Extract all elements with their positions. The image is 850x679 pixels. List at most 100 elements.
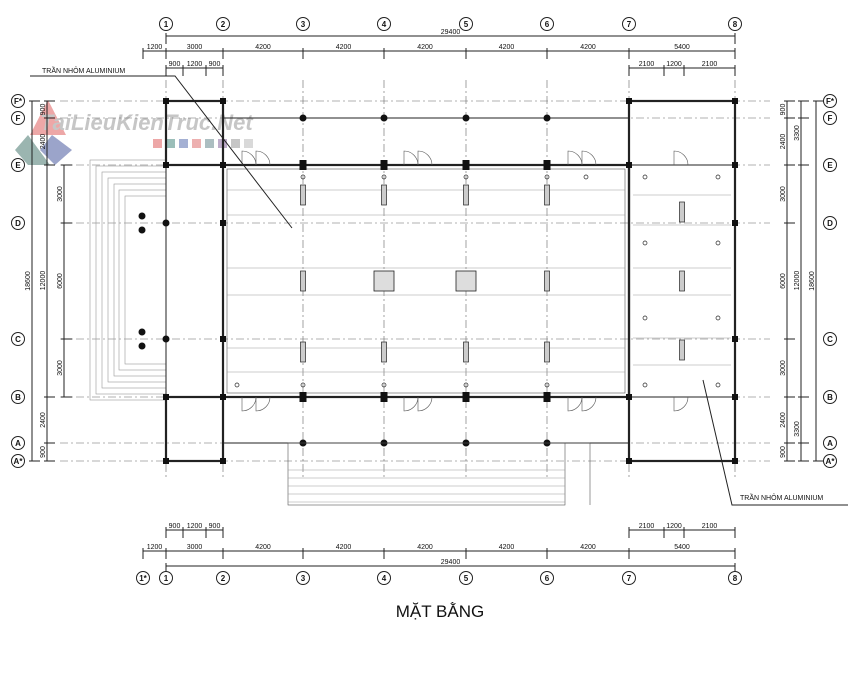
square-column: [220, 336, 226, 342]
downlight: [463, 382, 469, 388]
ceiling-light: [463, 184, 469, 206]
downlight: [715, 315, 721, 321]
axis-bubble: [823, 390, 837, 404]
square-column: [220, 220, 226, 226]
ceiling-light: [381, 184, 387, 206]
dim-sub-left-bottom-text: 900: [169, 523, 181, 530]
dim-right-bays-text: 3000: [780, 186, 787, 202]
axis-bubble: [11, 332, 25, 346]
round-column: [299, 114, 307, 122]
dim-sub-right-bottom-text: 1200: [666, 523, 682, 530]
square-column: [732, 162, 738, 168]
dim-main-top-text: 1200: [147, 44, 163, 51]
dim-left-bays-text: 3000: [57, 186, 64, 202]
axis-label-right-E: E: [827, 161, 833, 170]
square-column: [462, 392, 470, 402]
front-steps: [287, 442, 591, 506]
axis-label-top-8: 8: [733, 20, 738, 29]
dim-main-bottom-text: 4200: [499, 544, 515, 551]
dim-sub-right-top-text: 2100: [639, 61, 655, 68]
downlight: [234, 382, 240, 388]
axis-bubble: [11, 158, 25, 172]
dim-right-bottom-text: 2400: [780, 412, 787, 428]
dim-sub-left-top-text: 1200: [187, 61, 203, 68]
left-stepped-platform: [89, 159, 167, 401]
columns: [138, 98, 738, 464]
axis-label-right-C: C: [827, 335, 833, 344]
square-column: [543, 392, 551, 402]
dim-sub-right-top-text: 1200: [666, 61, 682, 68]
svg-text:TaiLieuKienTruc.Net: TaiLieuKienTruc.Net: [40, 110, 254, 135]
door-swing: [581, 150, 597, 166]
axis-label-left-E: E: [15, 161, 21, 170]
axis-bubble: [823, 158, 837, 172]
round-column: [162, 219, 170, 227]
axis-bubble: [823, 111, 837, 125]
axis-label-left-F*: F*: [14, 97, 23, 106]
axis-bubble: [823, 216, 837, 230]
axis-bubble: [11, 94, 25, 108]
dim-main-top-text: 4200: [336, 44, 352, 51]
door-swing: [241, 396, 257, 412]
axis-bubble: [622, 17, 636, 31]
square-column: [299, 392, 307, 402]
axis-bubble: [296, 571, 310, 585]
dim-main-bottom-text: 4200: [580, 544, 596, 551]
axis-label-left-C: C: [15, 335, 21, 344]
axis-label-bottom-3: 3: [301, 574, 306, 583]
round-column: [162, 335, 170, 343]
dim-main-bottom-text: 4200: [336, 544, 352, 551]
axis-bubble: [823, 436, 837, 450]
axis-bubble: [11, 390, 25, 404]
square-column: [732, 98, 738, 104]
dim-sub-left-top-text: 900: [209, 61, 221, 68]
door-swing: [581, 396, 597, 412]
downlight: [642, 174, 648, 180]
axis-label-right-A: A: [827, 439, 833, 448]
dim-main-top-text: 4200: [580, 44, 596, 51]
drawing-title: MẶT BẰNG: [396, 602, 484, 621]
ceiling-light: [679, 270, 685, 292]
downlight: [463, 174, 469, 180]
axis-bubble: [159, 571, 173, 585]
downlight: [300, 382, 306, 388]
round-column: [543, 114, 551, 122]
walls: [164, 99, 737, 463]
downlight: [642, 315, 648, 321]
dim-right-bays-text: 6000: [780, 273, 787, 289]
downlight: [583, 174, 589, 180]
door-swing: [673, 150, 689, 166]
door-swing: [255, 150, 271, 166]
dim-main-top-text: 4200: [499, 44, 515, 51]
dim-left-bottom-text: 900: [40, 446, 47, 458]
ceiling-light: [300, 341, 306, 363]
dim-sub-left-bottom-text: 1200: [187, 523, 203, 530]
ceiling-light: [544, 184, 550, 206]
square-column: [732, 394, 738, 400]
axis-label-bottom-1star: 1*: [139, 574, 147, 583]
dim-main-bottom-text: 4200: [417, 544, 433, 551]
axis-bubble: [216, 571, 230, 585]
square-column: [732, 336, 738, 342]
downlight: [544, 174, 550, 180]
axis-label-bottom-6: 6: [545, 574, 550, 583]
downlight: [715, 240, 721, 246]
axis-label-right-A*: A*: [826, 457, 836, 466]
dim-right-bottom-text: 900: [780, 446, 787, 458]
ceiling-light: [463, 341, 469, 363]
downlight: [715, 382, 721, 388]
square-column: [163, 162, 169, 168]
axis-label-left-D: D: [15, 219, 21, 228]
dim-right-top-text: 2400: [780, 134, 787, 150]
square-column: [220, 394, 226, 400]
axis-label-top-2: 2: [221, 20, 226, 29]
square-column: [380, 160, 388, 170]
axis-label-right-F: F: [828, 114, 833, 123]
axis-bubble: [823, 332, 837, 346]
door-swing: [403, 150, 419, 166]
axis-bubble: [823, 454, 837, 468]
square-column: [380, 392, 388, 402]
ceiling-leader-top: [30, 75, 293, 229]
